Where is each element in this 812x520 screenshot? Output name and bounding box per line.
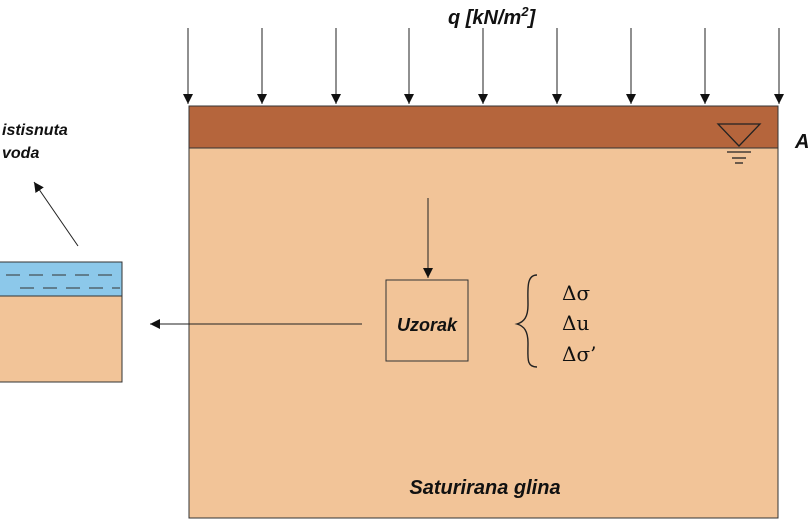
delta-sigma-label: Δσ <box>562 281 590 305</box>
load-label: q [kN/m2] <box>448 4 537 29</box>
point-a-label: A <box>794 131 809 153</box>
expelled-water-label-1: istisnuta <box>2 122 68 139</box>
saturated-clay-layer <box>188 147 779 519</box>
container-clay <box>0 296 122 382</box>
sample-box <box>385 279 469 362</box>
water-table-triangle-icon <box>716 123 762 164</box>
load-arrows <box>183 28 784 104</box>
expelled-water-label-2: voda <box>2 145 39 162</box>
container-outline <box>0 261 123 383</box>
container-water <box>0 262 122 296</box>
delta-sigma-eff-label: Δσ’ <box>562 342 596 366</box>
water-surface-dashes <box>6 274 120 289</box>
curly-brace-icon <box>514 274 538 368</box>
surcharge-layer <box>188 105 779 149</box>
sample-label: Uzorak <box>397 315 458 335</box>
soil-label: Saturirana glina <box>409 477 560 499</box>
delta-u-label: Δu <box>562 311 589 335</box>
water-outflow-arrow <box>33 181 79 247</box>
